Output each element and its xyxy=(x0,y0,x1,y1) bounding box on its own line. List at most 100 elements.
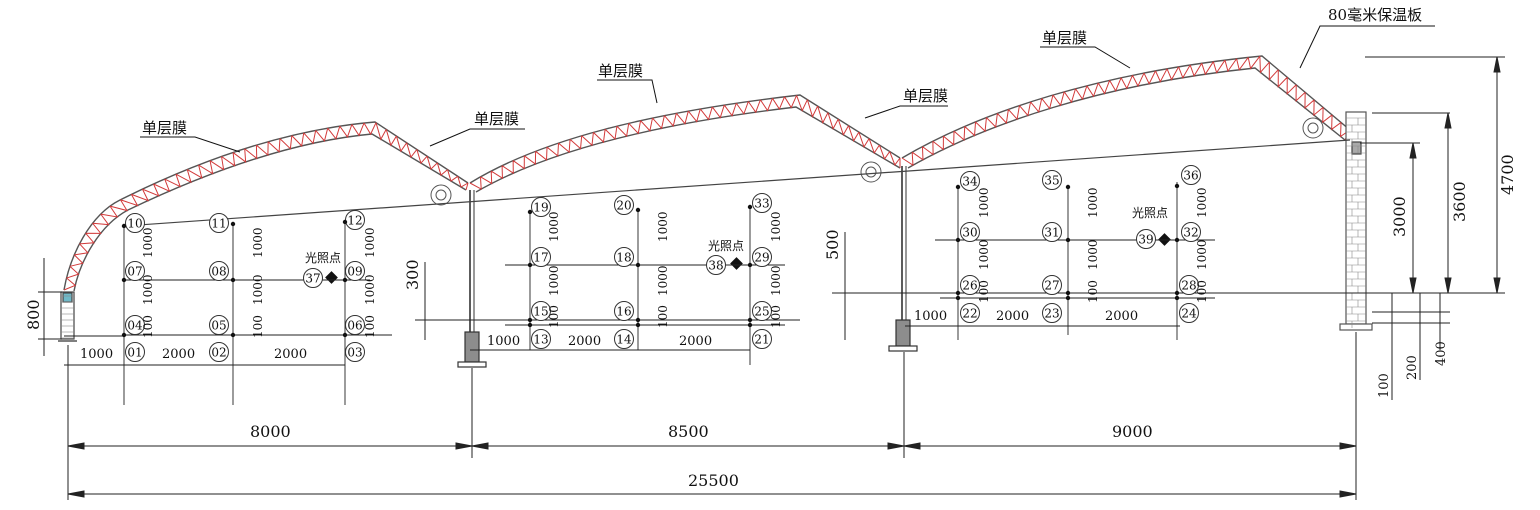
measurement-point-38: 38 xyxy=(706,255,726,275)
point-number: 09 xyxy=(347,265,362,279)
sensor-dot xyxy=(635,207,641,213)
point-number: 32 xyxy=(1183,226,1198,240)
columns xyxy=(58,111,1373,368)
vertical-spacing-label: 100 xyxy=(769,305,783,328)
pulley-1 xyxy=(430,184,452,206)
point-number: 13 xyxy=(533,333,548,347)
measurement-point-08: 08 xyxy=(209,261,229,281)
sensor-dot xyxy=(1174,290,1180,296)
point-number: 04 xyxy=(127,319,143,333)
truss-bracing xyxy=(63,55,1351,291)
point-number: 08 xyxy=(211,265,226,279)
point-number: 38 xyxy=(708,259,723,273)
sensor-dot xyxy=(121,277,127,283)
light-diamond-3 xyxy=(1158,233,1171,246)
measurement-point-09: 09 xyxy=(345,261,365,281)
point-number: 37 xyxy=(305,272,320,286)
dim-b1-2000a: 2000 xyxy=(162,347,195,362)
light-diamond-1 xyxy=(325,271,338,284)
point-number: 16 xyxy=(616,305,631,319)
sensor-dot xyxy=(230,277,236,283)
measurement-point-22: 22 xyxy=(960,303,980,323)
sensor-dot xyxy=(955,295,961,301)
measurement-point-02: 02 xyxy=(209,342,229,362)
measurement-point-39: 39 xyxy=(1136,229,1156,249)
sensor-dot xyxy=(121,332,127,338)
dim-b3-2000b: 2000 xyxy=(1105,309,1138,324)
light-point-markers xyxy=(325,233,1171,284)
point-number: 26 xyxy=(962,279,977,293)
sensor-dot xyxy=(230,221,236,227)
dim-bay3: 9000 xyxy=(1112,422,1153,441)
measurement-point-18: 18 xyxy=(614,247,634,267)
measurement-point-24: 24 xyxy=(1179,303,1199,323)
point-number: 14 xyxy=(616,333,632,347)
sensor-dot xyxy=(747,262,753,268)
measurement-point-25: 25 xyxy=(752,301,772,321)
measurement-point-31: 31 xyxy=(1042,222,1062,242)
vertical-spacing-label: 100 xyxy=(547,305,561,328)
pulleys xyxy=(430,117,1324,206)
sensor-dot xyxy=(747,317,753,323)
measurement-point-10: 10 xyxy=(125,213,145,233)
pulley-3 xyxy=(1302,117,1324,139)
sensor-dot xyxy=(1065,290,1071,296)
measurement-point-27: 27 xyxy=(1042,275,1062,295)
measurement-point-37: 37 xyxy=(303,268,323,288)
sensor-dot xyxy=(527,317,533,323)
point-number: 33 xyxy=(754,197,769,211)
dim-400: 400 xyxy=(1434,341,1449,366)
measurement-point-01: 01 xyxy=(125,342,145,362)
measurement-point-19: 19 xyxy=(531,197,551,217)
film-label-1: 单层膜 xyxy=(142,119,187,137)
left-wall-cap xyxy=(62,292,73,303)
right-dimensions xyxy=(1360,56,1505,400)
vertical-spacing-label: 1000 xyxy=(656,211,670,242)
point-number: 19 xyxy=(533,201,548,215)
right-wall-bricks xyxy=(61,117,1366,339)
sensor-dot xyxy=(635,317,641,323)
dim-b3-1000: 1000 xyxy=(914,309,947,324)
point-number: 21 xyxy=(754,333,769,347)
measurement-point-14: 14 xyxy=(614,329,634,349)
footing-2 xyxy=(895,319,911,347)
light-point-label-1: 光照点 xyxy=(305,251,341,265)
film-label-2: 单层膜 xyxy=(474,110,519,128)
point-number: 11 xyxy=(211,217,226,231)
measurement-point-11: 11 xyxy=(209,213,229,233)
bottom-dimensions xyxy=(67,332,1357,500)
truss-bay2-outer xyxy=(469,94,901,184)
vertical-spacing-label: 100 xyxy=(977,280,991,303)
sensor-dot xyxy=(121,223,127,229)
ceiling-line xyxy=(123,139,1351,227)
measurement-point-04: 04 xyxy=(125,315,145,335)
vertical-spacing-label: 100 xyxy=(363,315,377,338)
leaders xyxy=(140,25,1435,153)
vertical-spacing-label: 1000 xyxy=(363,274,377,305)
dim-4700: 4700 xyxy=(1498,154,1517,195)
sensor-dot xyxy=(1174,237,1180,243)
vertical-spacing-label: 1000 xyxy=(141,227,155,258)
measurement-point-17: 17 xyxy=(531,247,551,267)
measurement-point-35: 35 xyxy=(1042,170,1062,190)
sensor-dot xyxy=(1174,183,1180,189)
sensor-dot xyxy=(527,209,533,215)
sensor-dot xyxy=(1065,237,1071,243)
vertical-spacing-label: 1000 xyxy=(141,274,155,305)
light-point-label-3: 光照点 xyxy=(1132,206,1168,220)
sensor-dot xyxy=(342,332,348,338)
vertical-spacing-label: 1000 xyxy=(1195,187,1209,218)
measurement-point-16: 16 xyxy=(614,301,634,321)
point-number: 05 xyxy=(211,319,226,333)
film-label-4: 单层膜 xyxy=(903,87,948,105)
dim-b2-2000b: 2000 xyxy=(679,334,712,349)
truss-bay1-outer xyxy=(63,121,469,291)
truss-bay3-inner xyxy=(907,67,1346,169)
measurement-point-05: 05 xyxy=(209,315,229,335)
dim-b2-2000a: 2000 xyxy=(568,334,601,349)
measurement-point-23: 23 xyxy=(1042,303,1062,323)
dim-300: 300 xyxy=(403,259,422,290)
point-number: 39 xyxy=(1138,233,1153,247)
